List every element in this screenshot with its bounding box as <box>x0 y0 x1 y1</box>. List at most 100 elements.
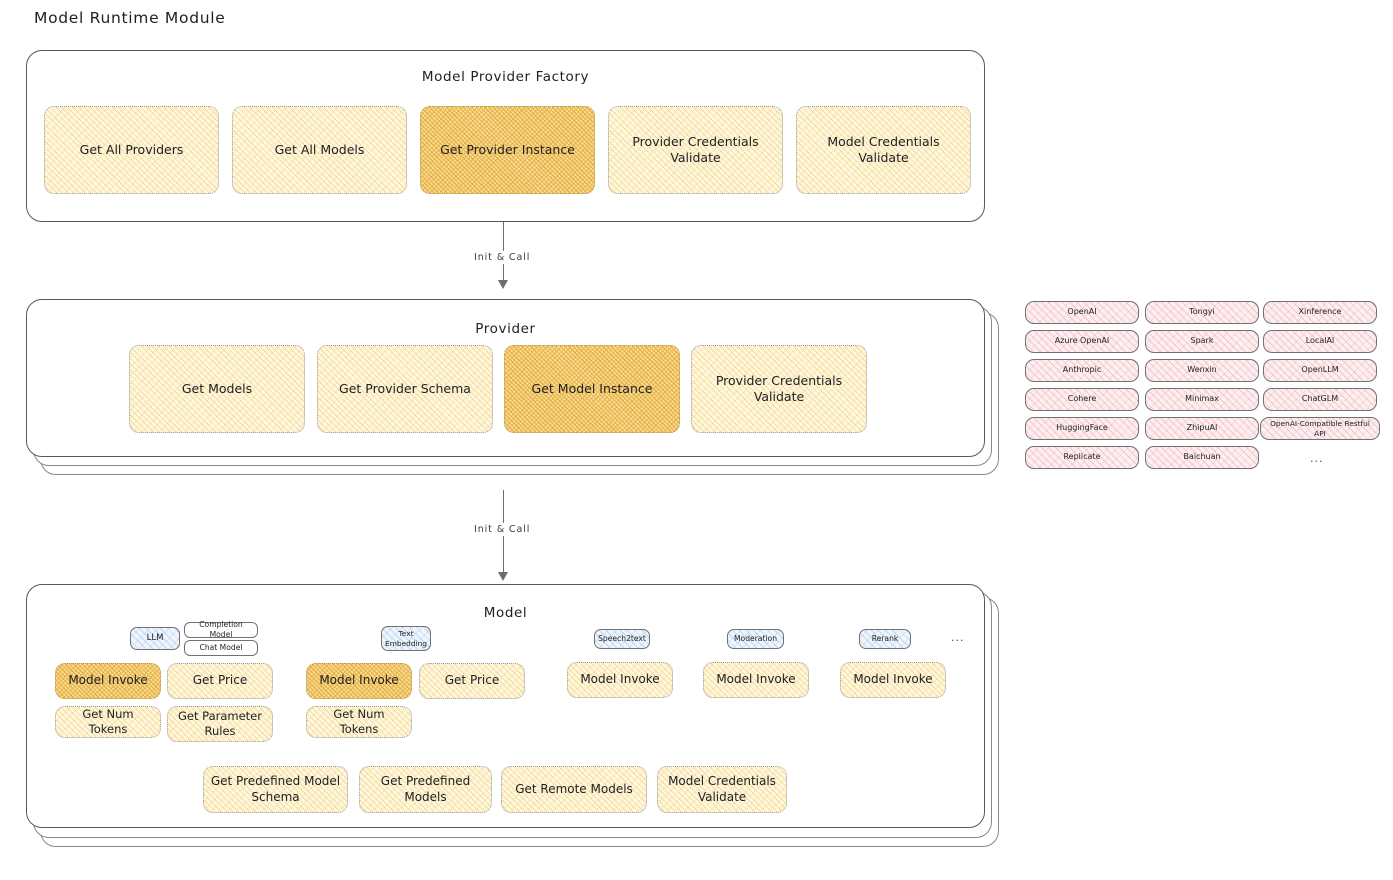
factory-method-label: Model Credentials Validate <box>827 133 940 166</box>
arrow-provider-to-model-head <box>498 572 508 581</box>
provider-list-item-tongyi[interactable]: Tongyi <box>1145 301 1259 324</box>
factory-method-get-all-models[interactable]: Get All Models <box>232 106 407 194</box>
embedding-method-model-invoke[interactable]: Model Invoke <box>306 663 412 699</box>
model-subtype-chat-model[interactable]: Chat Model <box>184 640 258 656</box>
provider-list-item-baichuan[interactable]: Baichuan <box>1145 446 1259 469</box>
model-common-method-label: Get Predefined Model Schema <box>210 773 341 804</box>
model-type-badge-label: Speech2text <box>598 633 646 643</box>
arrow-provider-to-model-label: Init & Call <box>470 523 535 536</box>
llm-method-get-price[interactable]: Get Price <box>167 663 273 699</box>
factory-method-label: Get Provider Instance <box>440 141 575 157</box>
page-title: Model Runtime Module <box>34 9 226 27</box>
provider-list-item-xinference[interactable]: Xinference <box>1263 301 1377 324</box>
provider-list-item-label: Xinference <box>1298 307 1342 317</box>
llm-method-label: Model Invoke <box>68 673 148 688</box>
provider-title: Provider <box>475 321 536 337</box>
embedding-method-label: Get Num Tokens <box>333 706 385 736</box>
provider-list-item-label: Baichuan <box>1183 452 1221 462</box>
provider-list-item-zhipuai[interactable]: ZhipuAI <box>1145 417 1259 440</box>
provider-list-item-label: Anthropic <box>1062 365 1102 375</box>
provider-list-item-label: Replicate <box>1063 452 1101 462</box>
model-common-method-get-predefined-models[interactable]: Get Predefined Models <box>359 766 492 813</box>
provider-list-item-replicate[interactable]: Replicate <box>1025 446 1139 469</box>
provider-list-item-label: ChatGLM <box>1301 394 1339 404</box>
model-type-badge-label: Moderation <box>734 633 778 643</box>
provider-method-get-provider-schema[interactable]: Get Provider Schema <box>317 345 493 433</box>
provider-list-item-label: OpenLLM <box>1301 365 1339 375</box>
model-subtype-label: Chat Model <box>199 643 243 652</box>
provider-method-label: Get Models <box>181 380 253 396</box>
factory-title: Model Provider Factory <box>421 69 590 85</box>
provider-list-item-label: Azure OpenAI <box>1054 336 1110 346</box>
provider-list-item-label: Minimax <box>1185 394 1219 404</box>
model-common-method-model-credentials-validate[interactable]: Model Credentials Validate <box>657 766 787 813</box>
factory-method-get-provider-instance[interactable]: Get Provider Instance <box>420 106 595 194</box>
provider-list-item-label: LocalAI <box>1305 336 1335 346</box>
model-type-badge-text-embedding[interactable]: Text Embedding <box>381 626 431 651</box>
provider-list-item-localai[interactable]: LocalAI <box>1263 330 1377 353</box>
provider-method-get-model-instance[interactable]: Get Model Instance <box>504 345 680 433</box>
provider-list-item-spark[interactable]: Spark <box>1145 330 1259 353</box>
model-title: Model <box>483 605 528 621</box>
provider-list-item-anthropic[interactable]: Anthropic <box>1025 359 1139 382</box>
provider-list-item-openai[interactable]: OpenAI <box>1025 301 1139 324</box>
model-type-badge-label: Rerank <box>871 633 899 643</box>
provider-list-item-wenxin[interactable]: Wenxin <box>1145 359 1259 382</box>
speech2text-method-model-invoke[interactable]: Model Invoke <box>567 662 673 698</box>
embedding-method-label: Get Price <box>444 673 500 688</box>
model-common-method-get-predefined-model-schema[interactable]: Get Predefined Model Schema <box>203 766 348 813</box>
embedding-method-label: Model Invoke <box>319 673 399 688</box>
provider-method-provider-credentials-validate[interactable]: Provider Credentials Validate <box>691 345 867 433</box>
model-subtype-label: Completion Model <box>199 619 243 639</box>
embedding-method-get-num-tokens[interactable]: Get Num Tokens <box>306 706 412 738</box>
factory-method-label: Provider Credentials Validate <box>632 133 759 166</box>
provider-list-item-openllm[interactable]: OpenLLM <box>1263 359 1377 382</box>
provider-method-label: Get Provider Schema <box>339 380 471 396</box>
arrow-factory-to-provider-label: Init & Call <box>470 251 535 264</box>
model-type-badge-label: LLM <box>146 632 164 643</box>
rerank-method-model-invoke[interactable]: Model Invoke <box>840 662 946 698</box>
model-type-badge-rerank[interactable]: Rerank <box>859 629 911 649</box>
factory-method-model-credentials-validate[interactable]: Model Credentials Validate <box>796 106 971 194</box>
rerank-method-label: Model Invoke <box>853 672 933 687</box>
provider-list-item-cohere[interactable]: Cohere <box>1025 388 1139 411</box>
llm-method-model-invoke[interactable]: Model Invoke <box>55 663 161 699</box>
factory-method-get-all-providers[interactable]: Get All Providers <box>44 106 219 194</box>
model-type-badge-llm[interactable]: LLM <box>130 627 180 650</box>
model-common-method-label: Model Credentials Validate <box>668 773 776 804</box>
model-type-badge-moderation[interactable]: Moderation <box>727 629 784 649</box>
llm-method-label: Get Parameter Rules <box>178 708 262 738</box>
model-type-more-ellipsis: ... <box>951 631 965 644</box>
provider-list-item-label: Cohere <box>1067 394 1097 404</box>
provider-list-item-azure-openai[interactable]: Azure OpenAI <box>1025 330 1139 353</box>
provider-list-item-huggingface[interactable]: HuggingFace <box>1025 417 1139 440</box>
provider-list-item-label: Spark <box>1190 336 1214 346</box>
provider-method-get-models[interactable]: Get Models <box>129 345 305 433</box>
factory-method-label: Get All Models <box>274 141 365 157</box>
moderation-method-label: Model Invoke <box>716 672 796 687</box>
model-subtype-completion-model[interactable]: Completion Model <box>184 619 258 639</box>
provider-list-item-minimax[interactable]: Minimax <box>1145 388 1259 411</box>
provider-list-item-chatglm[interactable]: ChatGLM <box>1263 388 1377 411</box>
factory-method-provider-credentials-validate[interactable]: Provider Credentials Validate <box>608 106 783 194</box>
provider-list-item-label: Tongyi <box>1189 307 1215 317</box>
llm-method-get-parameter-rules[interactable]: Get Parameter Rules <box>167 706 273 742</box>
provider-method-label: Provider Credentials Validate <box>715 372 843 405</box>
speech2text-method-label: Model Invoke <box>580 672 660 687</box>
model-type-badge-speech2text[interactable]: Speech2text <box>594 629 650 649</box>
embedding-method-get-price[interactable]: Get Price <box>419 663 525 699</box>
llm-method-get-num-tokens[interactable]: Get Num Tokens <box>55 706 161 738</box>
model-type-badge-label: Text Embedding <box>385 628 427 648</box>
provider-list-item-label: HuggingFace <box>1056 423 1108 433</box>
provider-list-item-label: Wenxin <box>1187 365 1217 375</box>
provider-method-label: Get Model Instance <box>531 380 653 396</box>
model-common-method-label: Get Remote Models <box>515 781 633 796</box>
factory-method-label: Get All Providers <box>79 141 184 157</box>
model-common-method-get-remote-models[interactable]: Get Remote Models <box>501 766 647 813</box>
provider-list-item-openai-compatible-restful-api[interactable]: OpenAI-Compatible Restful API <box>1260 417 1380 440</box>
model-common-method-label: Get Predefined Models <box>380 773 471 804</box>
moderation-method-model-invoke[interactable]: Model Invoke <box>703 662 809 698</box>
provider-list-item-label: OpenAI <box>1067 307 1097 317</box>
llm-method-label: Get Price <box>192 673 248 688</box>
llm-method-label: Get Num Tokens <box>82 706 134 736</box>
